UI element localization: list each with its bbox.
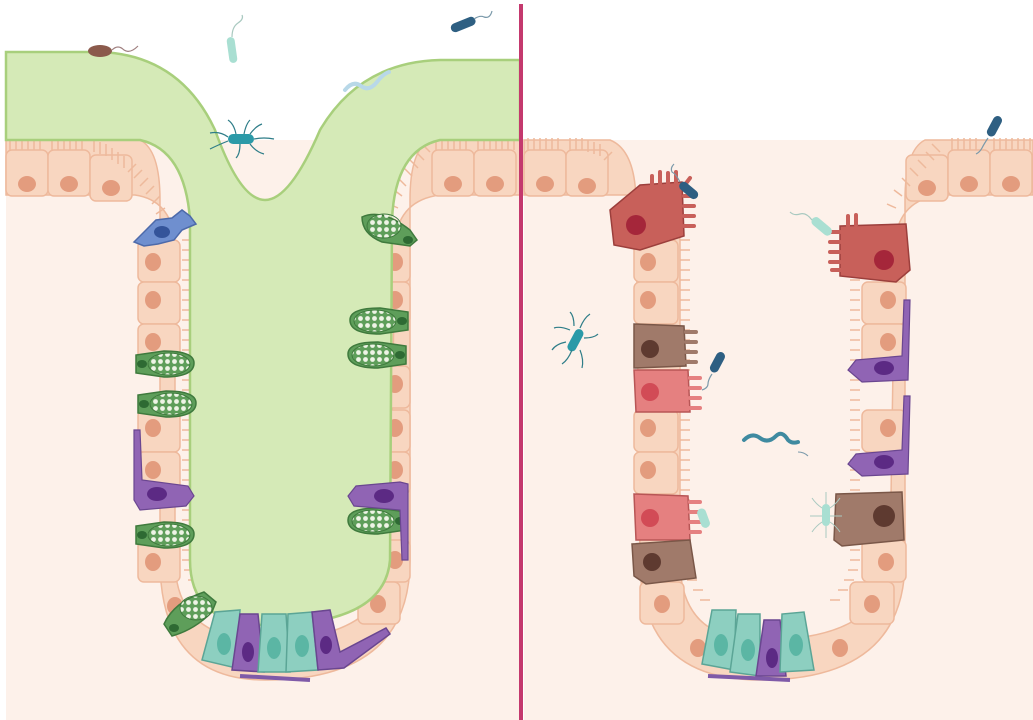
bacterium-dark <box>449 11 492 34</box>
goblet-cell <box>136 522 194 548</box>
goblet-cell <box>350 308 408 334</box>
left-panel <box>6 11 520 720</box>
goblet-cell <box>138 391 196 417</box>
bacterium-light <box>226 15 242 63</box>
panel-divider <box>519 4 523 720</box>
goblet-cell <box>348 508 406 534</box>
right-panel <box>524 114 1033 720</box>
goblet-cell <box>348 342 406 368</box>
damaged-cell <box>632 540 696 584</box>
damaged-cell <box>834 492 904 546</box>
goblet-cell <box>136 351 194 377</box>
